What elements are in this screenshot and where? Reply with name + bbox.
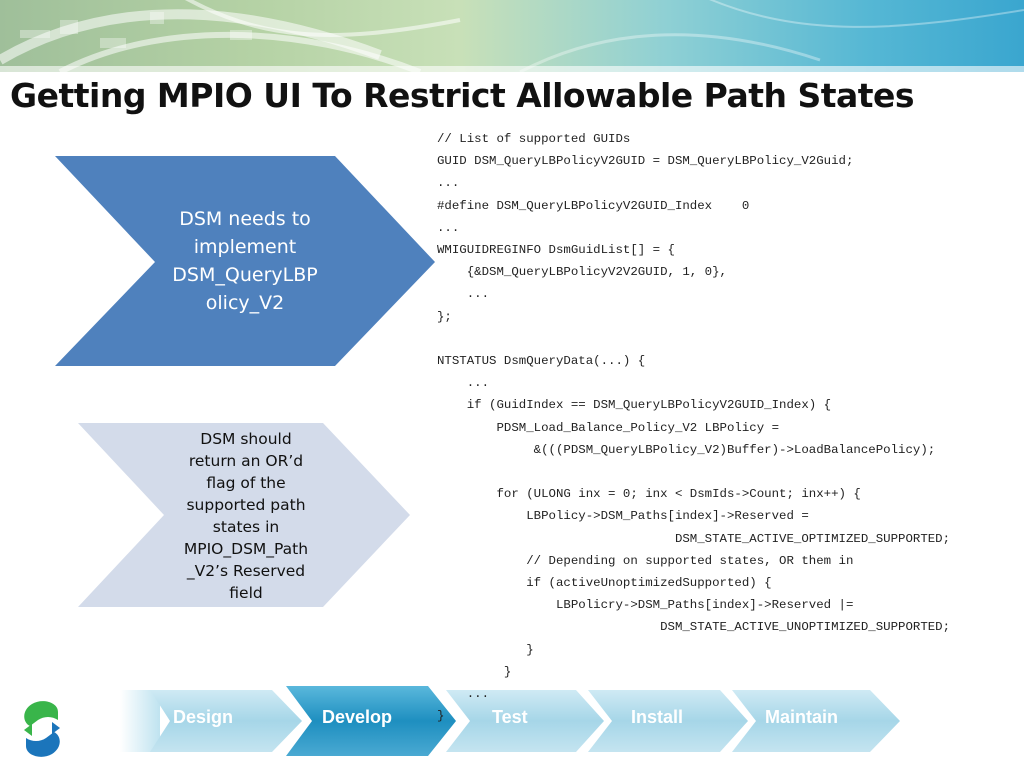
code-block: // List of supported GUIDs GUID DSM_Quer… [437,128,1022,727]
process-arrow-maintain [732,690,900,752]
code-line: if (activeUnoptimizedSupported) { [437,576,772,591]
code-line: if (GuidIndex == DSM_QueryLBPolicyV2GUID… [437,398,832,413]
code-line: DSM_STATE_ACTIVE_UNOPTIMIZED_SUPPORTED; [437,620,951,635]
process-step-install: Install [631,707,684,727]
code-line: PDSM_Load_Balance_Policy_V2 LBPolicy = [437,420,780,435]
process-step-develop: Develop [322,707,393,727]
code-line: } [437,664,512,679]
process-bar [120,686,900,756]
chevron-1-line-3: DSM_QueryLBP [172,264,318,286]
code-line: ... [437,376,490,391]
chevron-dsm-return-flag [78,423,410,607]
code-line: } [437,642,534,657]
code-line: &(((PDSM_QueryLBPolicy_V2)Buffer)->LoadB… [437,442,936,457]
code-line: ... [437,176,460,191]
header-decoration [0,0,1024,72]
code-line: LBPolicy->DSM_Paths[index]->Reserved = [437,509,809,524]
chevron-2-line: MPIO_DSM_Path [183,540,309,558]
process-step-design: Design [173,707,234,727]
code-line: for (ULONG inx = 0; inx < DsmIds->Count;… [437,487,861,502]
chevron-2-line: flag of the [206,474,286,492]
code-line: DSM_STATE_ACTIVE_OPTIMIZED_SUPPORTED; [437,531,951,546]
chevron-1-text: DSM needs to implement DSM_QueryLBP olic… [150,205,340,317]
code-line: {&DSM_QueryLBPolicyV2V2GUID, 1, 0}, [437,265,727,280]
chevron-2-line: return an OR’d [188,452,304,470]
code-line: ... [437,220,460,235]
chevron-2-text: DSM should return an OR’d flag of the su… [165,428,327,604]
slide-title: Getting MPIO UI To Restrict Allowable Pa… [10,76,915,115]
code-line: #define DSM_QueryLBPolicyV2GUID_Index 0 [437,198,750,213]
process-arrow-design [150,690,302,752]
chevron-2-line: DSM should [200,430,292,448]
chevron-1-line-1: DSM needs to [179,208,311,230]
chevron-shape-blue [55,156,435,366]
chevron-1-line-4: olicy_V2 [205,292,285,314]
chevron-dsm-implement [55,156,435,366]
code-line: GUID DSM_QueryLBPolicyV2GUID = DSM_Query… [437,154,854,169]
process-arrow-develop [286,686,456,756]
code-line: LBPolicry->DSM_Paths[index]->Reserved |= [437,598,854,613]
code-line: ... [437,687,490,702]
chevron-shape-light [78,423,410,607]
process-step-maintain: Maintain [765,707,839,727]
process-step-test: Test [492,707,528,727]
chevron-2-line: field [229,584,263,602]
process-arrow-install [588,690,748,752]
code-line: // Depending on supported states, OR the… [437,553,854,568]
chevron-2-line: supported path [186,496,306,514]
process-arrow-test [446,690,604,752]
chevron-2-line: states in [212,518,280,536]
windows-driver-logo-icon [24,701,60,757]
code-line: // List of supported GUIDs [437,132,631,146]
header-banner [0,0,1024,72]
chevron-2-line: _V2’s Reserved [186,562,306,580]
code-line: }; [437,309,452,324]
code-line: NTSTATUS DsmQueryData(...) { [437,354,646,369]
chevron-1-line-2: implement [193,236,297,258]
code-line: ... [437,287,490,302]
code-line: WMIGUIDREGINFO DsmGuidList[] = { [437,243,675,258]
code-line: } [437,709,445,724]
